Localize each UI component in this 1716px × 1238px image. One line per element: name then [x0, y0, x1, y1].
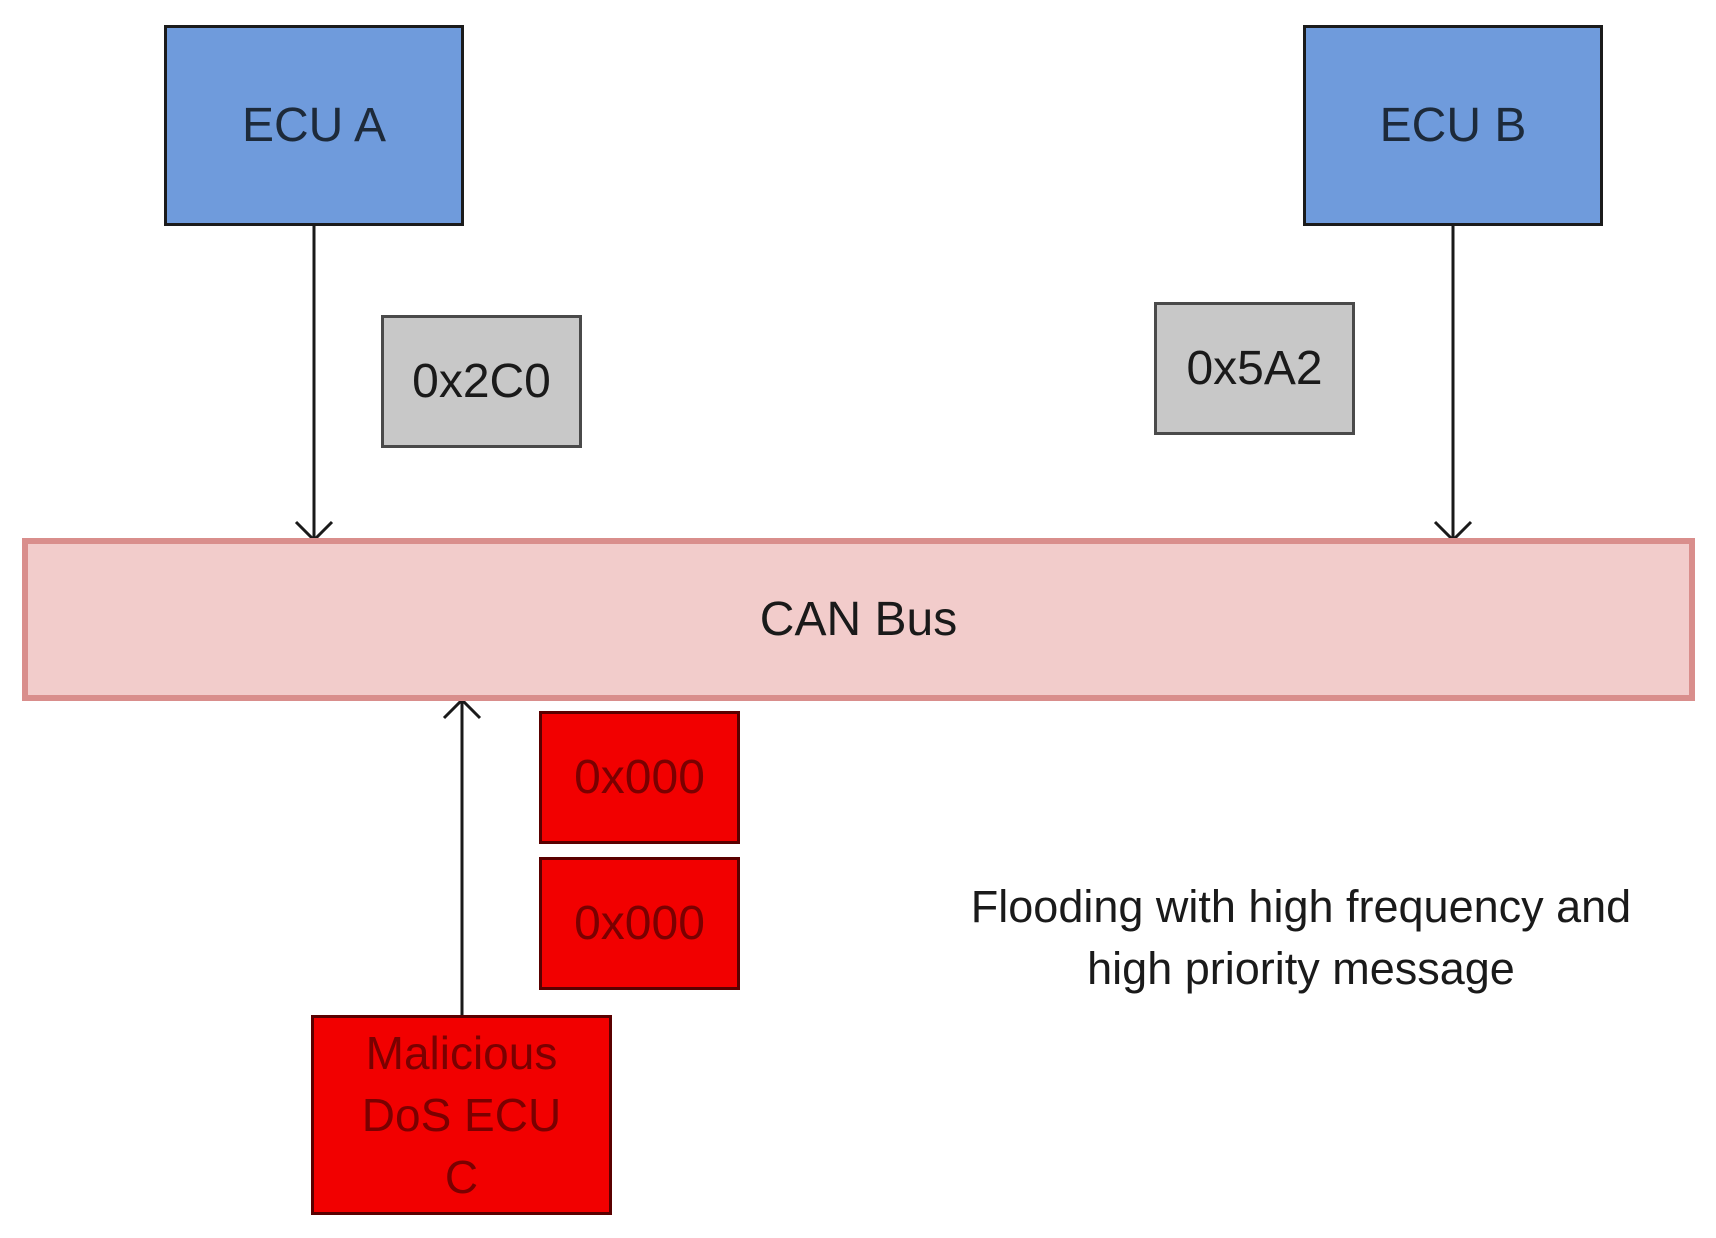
malicious-dos-ecu-node: Malicious DoS ECU C — [311, 1015, 612, 1215]
dos-message-id-2: 0x000 — [539, 857, 740, 990]
ecu-a-message-id-label: 0x2C0 — [412, 355, 551, 408]
dos-message-id-1: 0x000 — [539, 711, 740, 844]
ecu-b-node: ECU B — [1303, 25, 1603, 226]
ecu-b-message-id: 0x5A2 — [1154, 302, 1355, 435]
flooding-annotation: Flooding with high frequency and high pr… — [912, 876, 1690, 1000]
ecu-a-label: ECU A — [241, 99, 387, 152]
ecu-a-message-id: 0x2C0 — [381, 315, 582, 448]
ecu-b-label: ECU B — [1379, 99, 1527, 152]
dos-message-id-1-label: 0x000 — [574, 751, 705, 804]
ecu-a-node: ECU A — [164, 25, 464, 226]
dos-message-id-2-label: 0x000 — [574, 897, 705, 950]
flooding-annotation-line-2: high priority message — [1087, 943, 1515, 994]
ecu-b-message-id-label: 0x5A2 — [1186, 342, 1323, 395]
malicious-dos-ecu-label: Malicious DoS ECU C — [361, 1027, 562, 1203]
flooding-annotation-line-1: Flooding with high frequency and — [970, 881, 1632, 932]
can-bus: CAN Bus — [22, 538, 1695, 701]
can-bus-label: CAN Bus — [759, 593, 958, 646]
